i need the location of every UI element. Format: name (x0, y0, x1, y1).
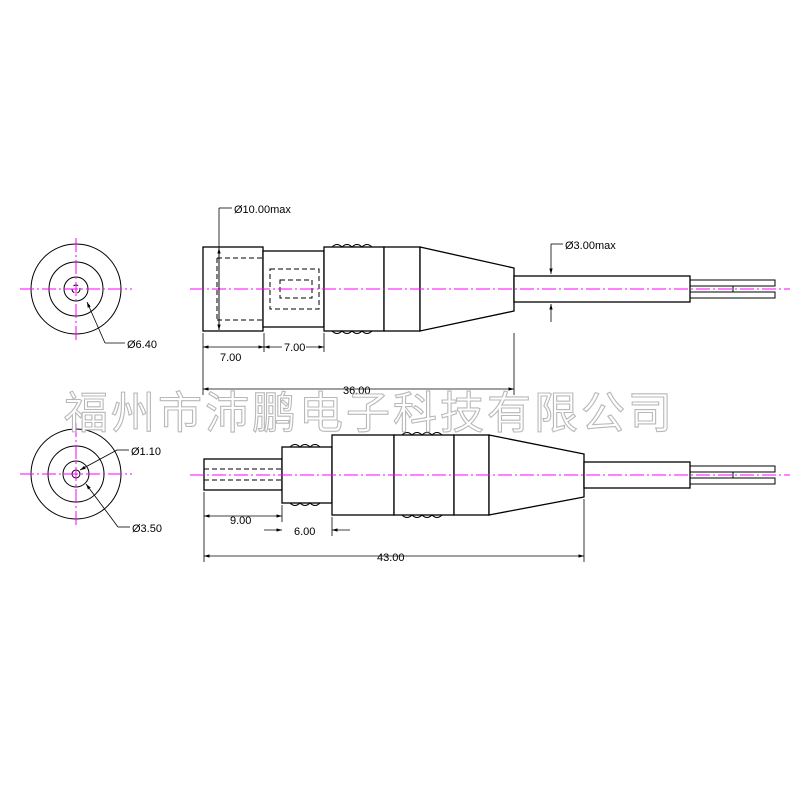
overall-length-36: 36.00 (343, 385, 371, 397)
top-end-view: Ø6.40 (20, 238, 157, 351)
end-diameter-label: Ø6.40 (127, 339, 157, 351)
outer-diameter-label: Ø3.50 (132, 523, 162, 535)
top-connector-side-view: Ø10.00max Ø3.00max 7.00 7.00 36.00 (190, 204, 790, 397)
dim-label-7b: 7.00 (284, 342, 305, 354)
dim-label-6: 6.00 (294, 526, 315, 538)
pin-diameter-label: Ø1.10 (131, 446, 161, 458)
dim-label-9: 9.00 (230, 515, 251, 527)
company-watermark: 福州市沛鹏电子科技有限公司 (64, 388, 675, 439)
cable-diameter-label: Ø3.00max (565, 240, 616, 252)
bottom-end-view: Ø1.10 Ø3.50 (20, 423, 162, 535)
dim-label-7a: 7.00 (220, 352, 241, 364)
overall-length-43: 43.00 (377, 552, 405, 564)
bottom-connector-side-view: 9.00 6.00 43.00 (190, 432, 790, 564)
diameter-max-label: Ø10.00max (234, 204, 291, 216)
